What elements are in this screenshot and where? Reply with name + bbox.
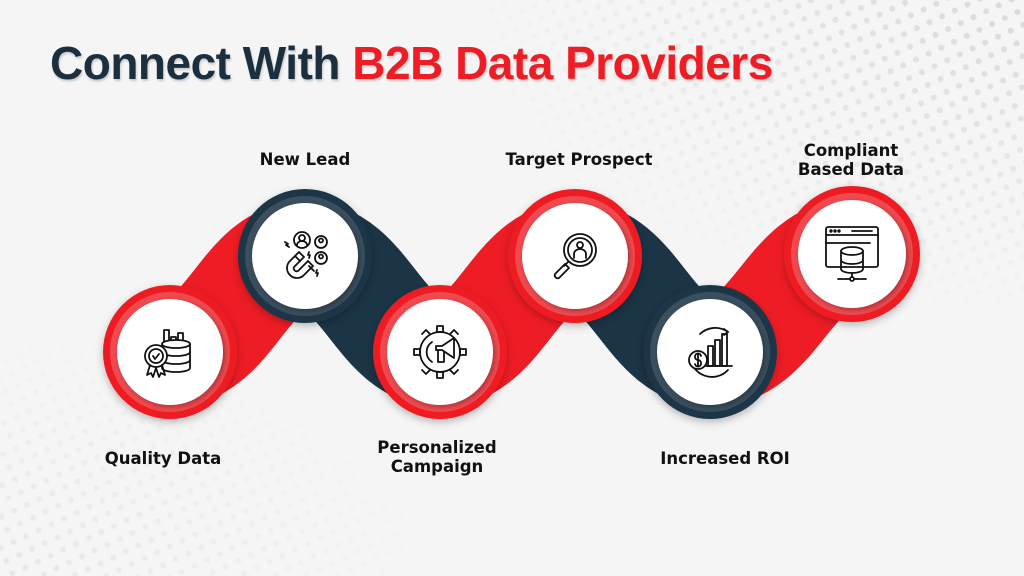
step-label-increased-roi: Increased ROI <box>660 449 790 468</box>
gear-megaphone-icon <box>413 325 467 379</box>
label-line-1: Personalized <box>377 438 497 457</box>
step-label-new-lead: New Lead <box>260 150 351 169</box>
browser-database-icon <box>825 226 879 282</box>
label-line: New Lead <box>259 150 351 169</box>
step-label-target-prospect: Target Prospect <box>505 150 652 169</box>
label-line: Target Prospect <box>505 150 653 169</box>
dollar-growth-chart-icon <box>688 327 733 378</box>
label-line: Quality Data <box>104 449 222 468</box>
page-title: Connect With B2B Data Providers <box>50 36 773 90</box>
step-circle-increased-roi <box>643 285 777 419</box>
magnifier-person-icon <box>553 233 597 280</box>
label-line-2: Based Data <box>797 160 905 179</box>
label-line: Increased ROI <box>660 449 790 468</box>
label-line-1: Compliant <box>803 141 899 160</box>
step-circle-quality-data <box>103 285 237 419</box>
step-label-compliant-data: Compliant Based Data <box>798 141 904 179</box>
quality-data-icon <box>144 329 191 378</box>
label-line-2: Campaign <box>390 457 484 476</box>
step-label-quality-data: Quality Data <box>105 449 221 468</box>
title-dark-part: Connect With <box>50 37 353 89</box>
step-circle-personalized-campaign <box>373 285 507 419</box>
title-red-part: B2B Data Providers <box>352 37 773 89</box>
step-circle-new-lead <box>238 189 372 323</box>
step-circle-target-prospect <box>508 189 642 323</box>
magnet-lead-icon <box>284 231 328 279</box>
step-label-personalized-campaign: Personalized Campaign <box>377 438 496 476</box>
